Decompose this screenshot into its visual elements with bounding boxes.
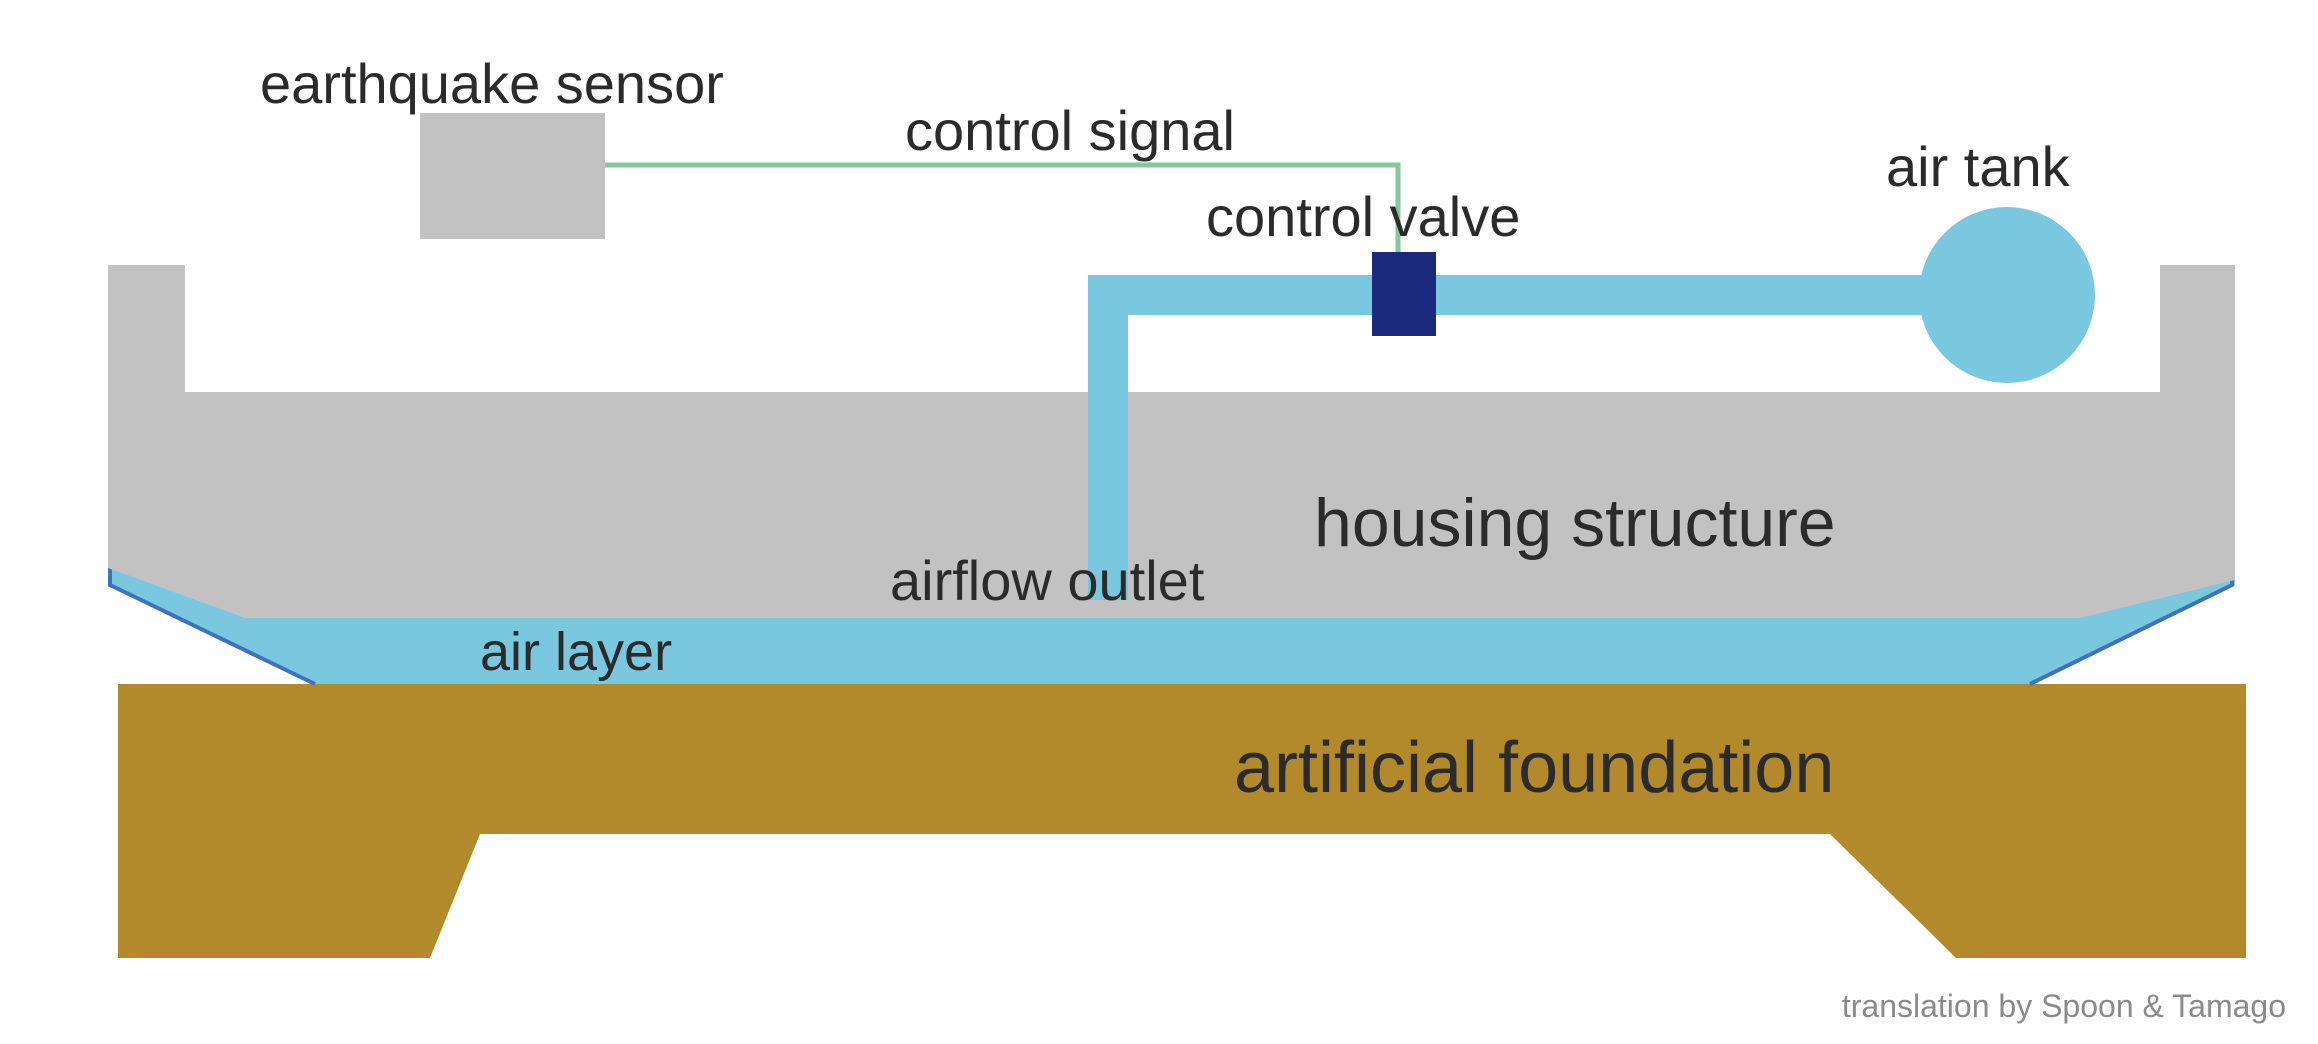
air-tank-circle	[1919, 207, 2095, 383]
credit-label: translation by Spoon & Tamago	[1842, 988, 2286, 1024]
control-signal-wire	[605, 162, 1401, 254]
airflow-outlet-label: airflow outlet	[890, 549, 1205, 612]
air-layer-label: air layer	[480, 622, 672, 682]
control-valve-label: control valve	[1206, 185, 1520, 248]
artificial-foundation-label: artificial foundation	[1234, 728, 1834, 808]
earthquake-sensor-label: earthquake sensor	[260, 52, 724, 115]
artificial-foundation-shape	[118, 684, 2246, 958]
earthquake-sensor-box	[420, 113, 605, 239]
housing-structure-label: housing structure	[1314, 485, 1836, 561]
control-signal-label: control signal	[905, 99, 1235, 162]
housing-structure-shape	[108, 265, 2235, 618]
air-tank-label: air tank	[1886, 135, 2071, 198]
air-pipe	[1088, 275, 1960, 600]
control-valve-box	[1372, 252, 1436, 336]
